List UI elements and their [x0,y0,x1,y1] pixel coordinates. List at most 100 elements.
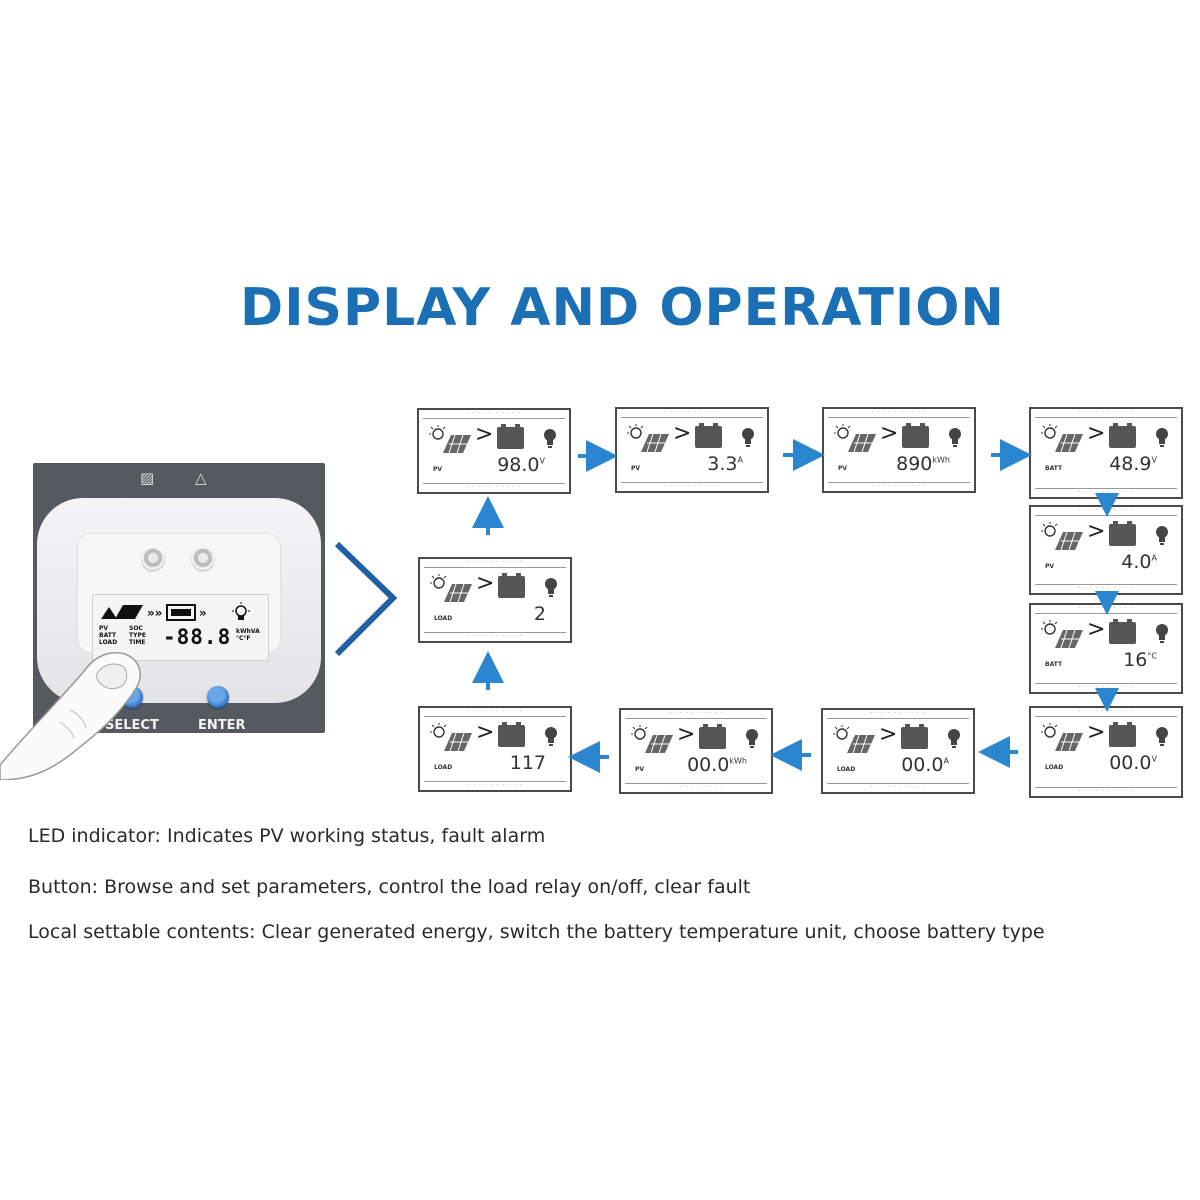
enter-button[interactable] [207,686,229,708]
screen-bottom-ticks: · · · · · · · · · · [1078,788,1134,795]
lcd-digits: -88.8 [163,625,232,649]
screen-label: PV [433,466,443,473]
screen-value: 2 [533,603,546,625]
screen-bottom-ticks: · · · · · · · · · · [664,483,720,490]
screen-label: BATT [1045,661,1063,668]
settable-contents-note: Local settable contents: Clear generated… [28,921,1045,943]
screen-value: 48.9V [1109,453,1157,475]
lcd-mid-labels: SOC TYPE TIME [129,625,146,646]
flow-gt-icon: > [475,422,494,447]
page-title: DISPLAY AND OPERATION [240,278,1005,338]
screen-inner [827,718,969,784]
lcd-screen-s4: · · · · · · · · · · > BATT 48.9V · · · ·… [1029,407,1183,499]
lcd-screen-s2: · · · · · · · · · · > PV 3.3A · · · · · … [615,407,769,493]
bulb-icon [544,429,556,448]
battery-icon [497,424,524,449]
lcd-display: »» » PV BATT LOAD SOC TYPE TIME -88.8 [92,594,269,661]
battery-icon [498,722,525,747]
led-indicator-note: LED indicator: Indicates PV working stat… [28,825,546,847]
screen-top-ticks: · · · · · · · · · · [1078,409,1134,416]
flow-gt-icon: > [1087,617,1106,642]
battery-icon [695,423,722,448]
screen-inner [625,718,767,784]
battery-icon [699,724,726,749]
lcd-screen-s11: · · · · · · · · · · > LOAD 2 · · · · · ·… [418,557,572,643]
bulb-icon [742,428,754,447]
bulb-icon [1156,727,1168,746]
battery-icon [901,724,928,749]
pv-led-indicator [142,548,164,570]
sun-panel-icon [833,725,875,754]
screen-top-ticks: · · · · · · · · · · [664,409,720,416]
flow-gt-icon: > [673,421,692,446]
sun-panel-icon [430,574,472,603]
select-button-label: SELECT [105,718,159,733]
screen-bottom-ticks: · · · · · · · · · · [1078,684,1134,691]
lcd-screen-s8: · · · · · · · · · · > LOAD 00.0A · · · ·… [821,708,975,794]
flow-gt-icon: > [880,421,899,446]
screen-label: PV [1045,563,1055,570]
screen-value: 00.0kWh [687,754,747,776]
warning-icon: △ [195,469,207,487]
battery-icon [1109,423,1136,448]
finger-pressing-illustration [0,652,141,780]
enter-button-label: ENTER [198,718,246,733]
screen-value: 4.0A [1121,551,1157,573]
screen-label: BATT [1045,465,1063,472]
screen-label: LOAD [837,766,856,773]
screen-top-ticks: · · · · · · · · · · [668,710,724,717]
battery-icon [498,573,525,598]
screen-label: PV [838,465,848,472]
lcd-left-labels: PV BATT LOAD [99,625,118,646]
lcd-screen-s9: · · · · · · · · · · > PV 00.0kWh · · · ·… [619,708,773,794]
bulb-icon [948,729,960,748]
screen-value: 117 [509,752,546,774]
screen-value: 98.0V [497,454,545,476]
screen-label: PV [631,465,641,472]
sun-panel-icon [1041,723,1083,752]
screen-bottom-ticks: · · · · · · · · · · [871,483,927,490]
lcd-status-icons: »» » [101,602,250,621]
screen-label: PV [635,766,645,773]
flow-gt-icon: > [879,722,898,747]
battery-icon [902,423,929,448]
screen-inner [828,417,970,483]
screen-bottom-ticks: · · · · · · · · · · [1078,489,1134,496]
screen-top-ticks: · · · · · · · · · · [466,410,522,417]
screen-inner [621,417,763,483]
screen-inner [423,418,565,484]
screen-label: LOAD [434,615,453,622]
bulb-icon [545,727,557,746]
screen-top-ticks: · · · · · · · · · · [467,559,523,566]
chevron-right-icon [334,541,398,657]
svg-text:»: » [199,606,207,620]
sun-panel-icon [1041,424,1083,453]
bulb-icon [746,729,758,748]
sun-panel-icon [1041,522,1083,551]
device-face: »» » PV BATT LOAD SOC TYPE TIME -88.8 [37,498,321,708]
flow-gt-icon: > [677,722,696,747]
screen-inner [1035,716,1177,788]
screen-value: 00.0V [1109,752,1157,774]
screen-top-ticks: · · · · · · · · · · [467,708,523,715]
screen-value: 00.0A [901,754,949,776]
flow-gt-icon: > [1087,421,1106,446]
screen-bottom-ticks: · · · · · · · · · · [870,784,926,791]
screen-value: 890kWh [896,453,950,475]
svg-text:»»: »» [147,606,163,620]
battery-icon [1109,722,1136,747]
sun-panel-icon [627,424,669,453]
lcd-units: kWhVA °C°F [236,628,260,642]
screen-label: LOAD [434,764,453,771]
flow-gt-icon: > [476,720,495,745]
charge-controller-device: ▨ △ »» » PV BATT LOAD [33,463,325,733]
screen-inner [424,716,566,782]
battery-icon [1109,619,1136,644]
flow-gt-icon: > [1087,519,1106,544]
flow-gt-icon: > [476,571,495,596]
screen-bottom-ticks: · · · · · · · · · · [1078,585,1134,592]
fault-led-indicator [192,548,214,570]
screen-value: 16°C [1123,649,1157,671]
battery-icon [1109,521,1136,546]
